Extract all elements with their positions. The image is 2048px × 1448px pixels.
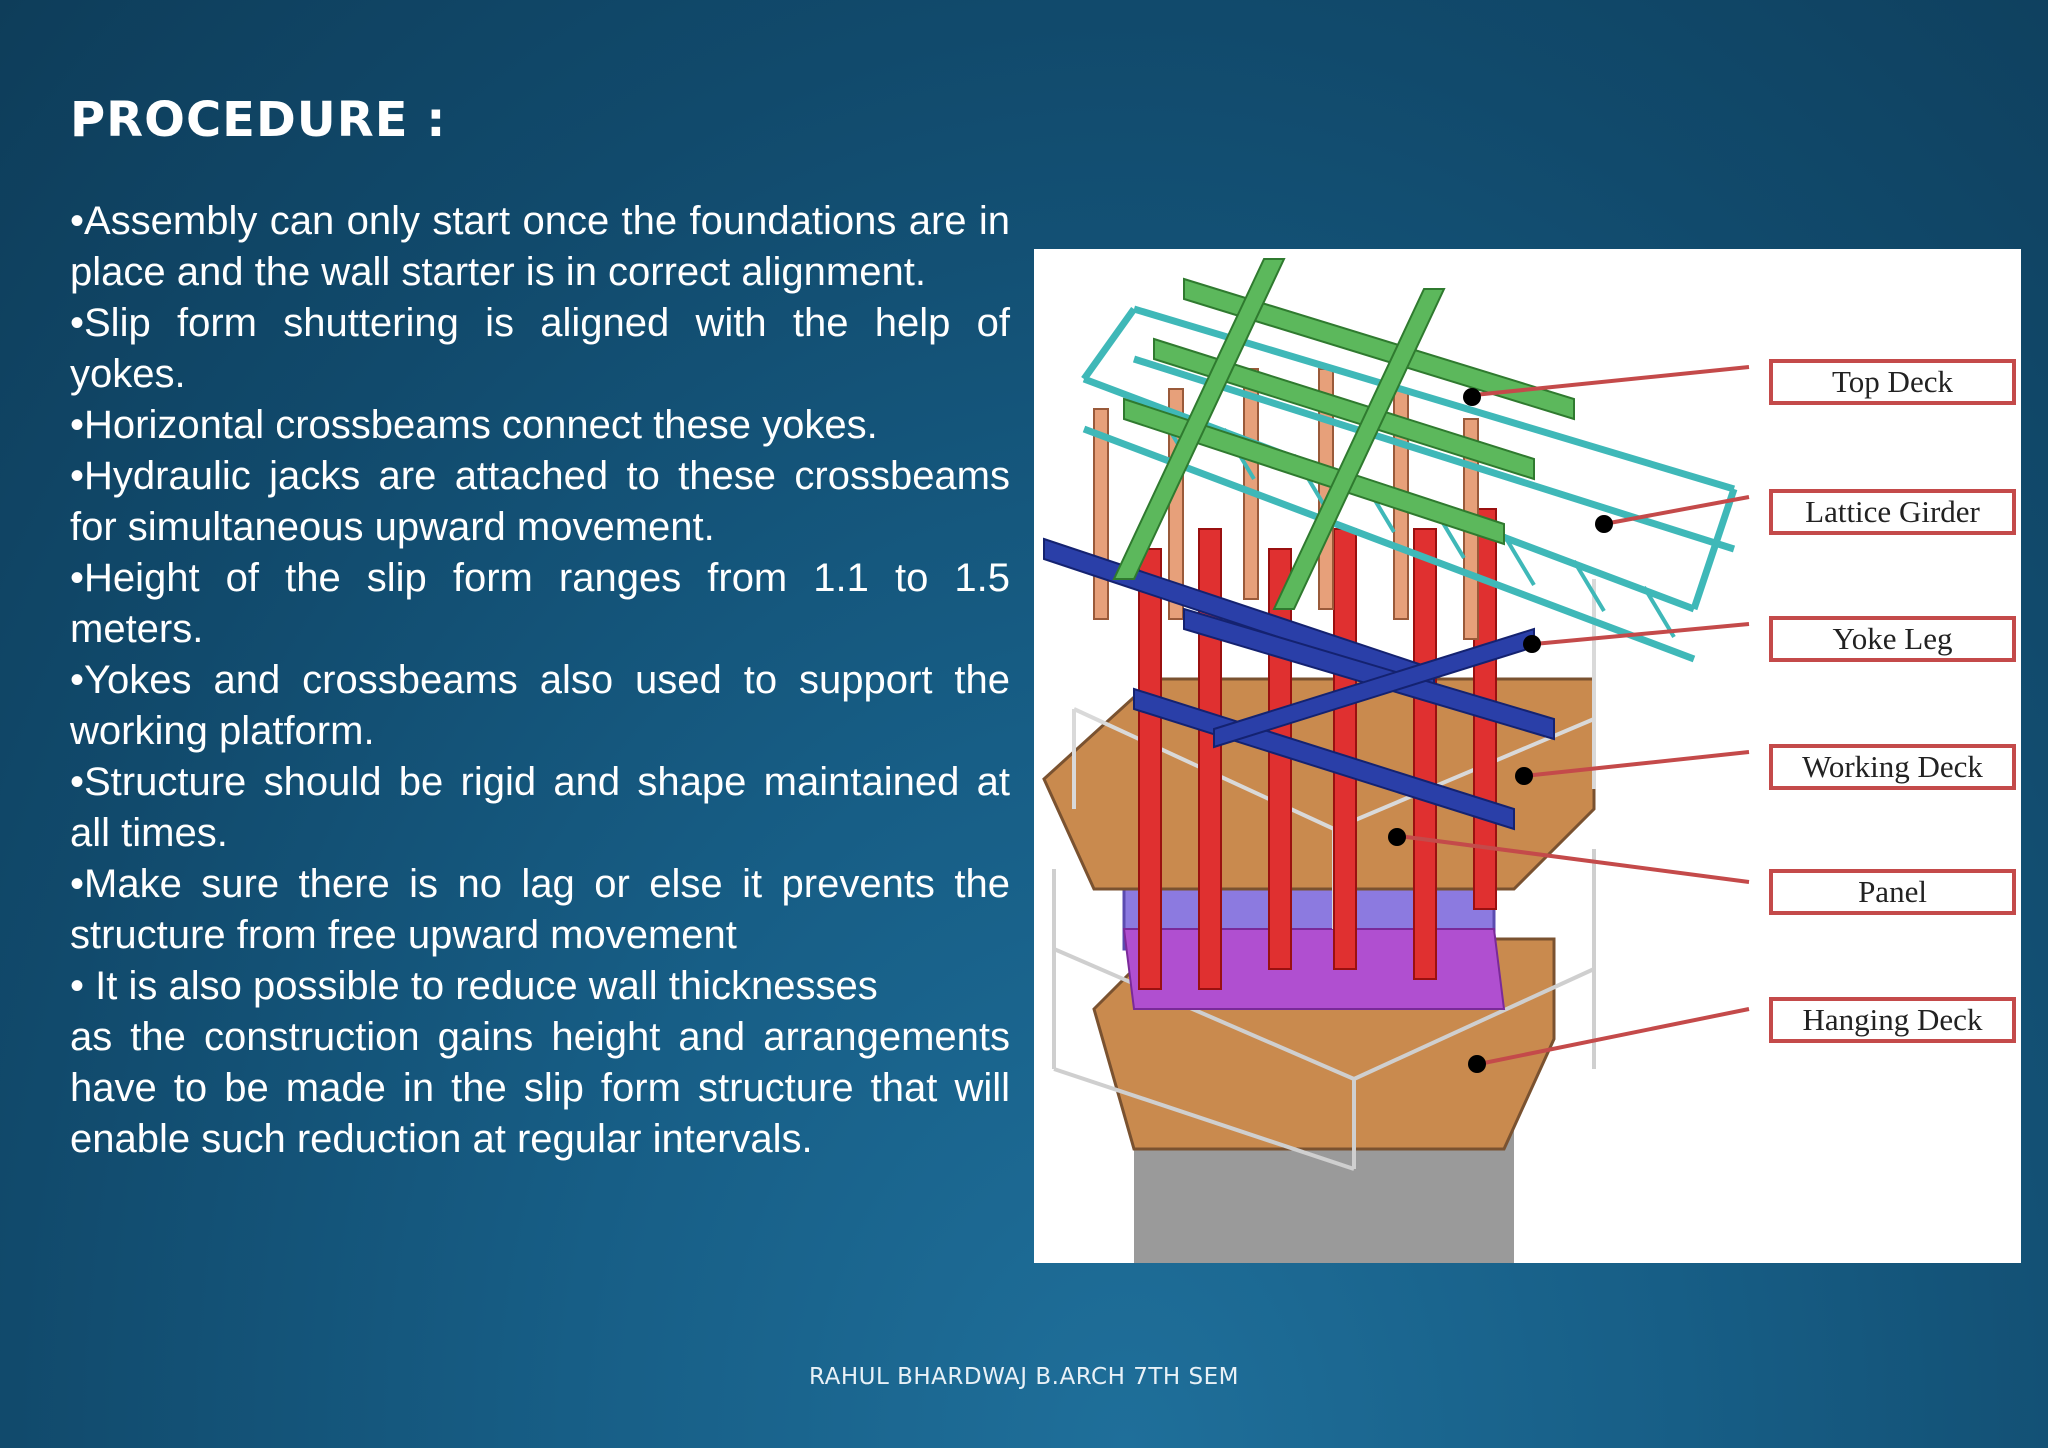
footer-credit: RAHUL BHARDWAJ B.ARCH 7TH SEM	[809, 1364, 1239, 1390]
bullet-item: •Assembly can only start once the founda…	[70, 199, 1010, 294]
bullet-item: •Horizontal crossbeams connect these yok…	[70, 403, 878, 447]
slide-title: PROCEDURE :	[70, 92, 447, 148]
bullet-item: as the construction gains height and arr…	[70, 1015, 1010, 1161]
label-top-deck: Top Deck	[1769, 359, 2016, 405]
bullet-list: •Assembly can only start once the founda…	[70, 196, 1010, 1165]
slipform-diagram: Top Deck Lattice Girder Yoke Leg Working…	[1034, 249, 2021, 1263]
bullet-item: •Make sure there is no lag or else it pr…	[70, 862, 1010, 957]
label-yoke-leg: Yoke Leg	[1769, 616, 2016, 662]
bullet-item: •Slip form shuttering is aligned with th…	[70, 301, 1010, 396]
bullet-item: •Yokes and crossbeams also used to suppo…	[70, 658, 1010, 753]
bullet-item: • It is also possible to reduce wall thi…	[70, 964, 878, 1008]
bullet-item: •Height of the slip form ranges from 1.1…	[70, 556, 1010, 651]
bullet-item: •Structure should be rigid and shape mai…	[70, 760, 1010, 855]
label-panel: Panel	[1769, 869, 2016, 915]
slipform-illustration	[1042, 258, 1750, 1263]
label-lattice-girder: Lattice Girder	[1769, 489, 2016, 535]
label-hanging-deck: Hanging Deck	[1769, 997, 2016, 1043]
bullet-item: •Hydraulic jacks are attached to these c…	[70, 454, 1010, 549]
label-working-deck: Working Deck	[1769, 744, 2016, 790]
top-deck-shape	[1112, 258, 1575, 610]
